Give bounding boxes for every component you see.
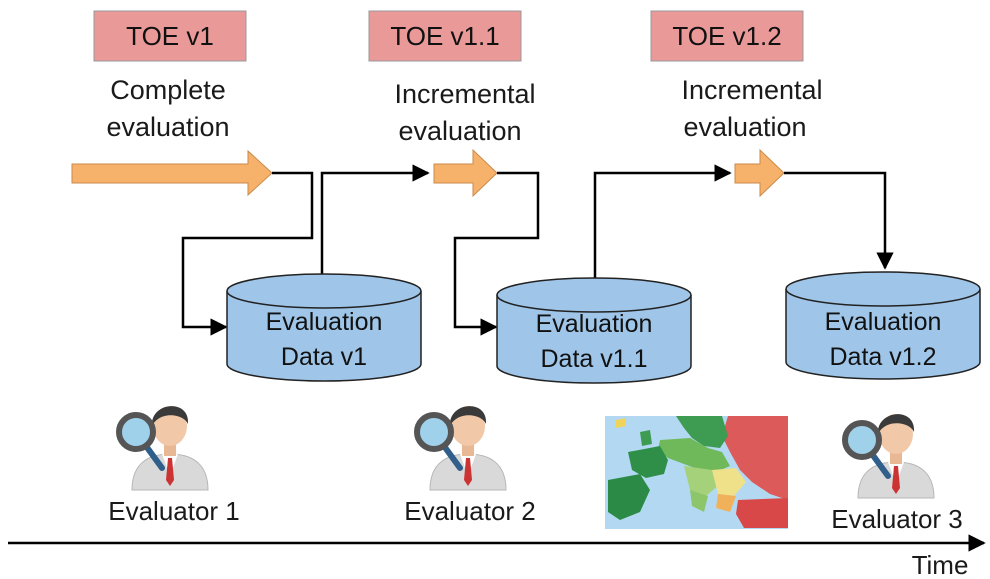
- database-2: Evaluation Data v1.1: [496, 277, 692, 384]
- connector-arrow1-to-db1: [181, 171, 314, 336]
- europe-map: [605, 416, 788, 529]
- time-axis-label: Time: [912, 550, 969, 579]
- database-1-label-line2: Data v1: [281, 343, 367, 371]
- connector-arrow2-to-db2: [453, 171, 540, 336]
- toe-label-2: TOE v1.1: [390, 21, 499, 51]
- connector-db1-to-arrow2: [320, 164, 430, 275]
- evaluator-icon-2: [417, 406, 506, 490]
- evaluation-type-1-line2: evaluation: [106, 112, 229, 142]
- evaluator-label-2: Evaluator 2: [404, 496, 536, 526]
- evaluator-icon-3: [845, 414, 934, 498]
- database-3-label-line2: Data v1.2: [829, 343, 936, 371]
- evaluation-arrow-3: [734, 148, 785, 198]
- connector-arrow3-to-db3: [784, 171, 894, 270]
- evaluation-type-2-line1: Incremental: [394, 79, 535, 109]
- connector-db2-to-arrow3: [593, 164, 732, 278]
- database-3: Evaluation Data v1.2: [785, 271, 981, 380]
- evaluation-type-2-line2: evaluation: [398, 116, 521, 146]
- toe-label-1: TOE v1: [126, 21, 214, 51]
- database-2-label-line2: Data v1.1: [540, 345, 647, 373]
- toe-box-3: TOE v1.2: [650, 10, 804, 62]
- database-1: Evaluation Data v1: [226, 273, 422, 382]
- database-2-label-line1: Evaluation: [536, 310, 653, 338]
- toe-box-2: TOE v1.1: [368, 10, 522, 62]
- toe-box-1: TOE v1: [93, 10, 247, 62]
- evaluation-type-1-line1: Complete: [110, 75, 226, 105]
- database-3-label-line1: Evaluation: [825, 308, 942, 336]
- database-1-label-line1: Evaluation: [266, 308, 383, 336]
- evaluation-type-3-line1: Incremental: [681, 75, 822, 105]
- evaluation-arrow-1: [71, 149, 273, 197]
- evaluator-icon-1: [119, 406, 208, 490]
- evaluation-arrow-2: [433, 148, 498, 198]
- evaluator-label-1: Evaluator 1: [108, 496, 240, 526]
- toe-label-3: TOE v1.2: [672, 21, 781, 51]
- evaluation-type-3-line2: evaluation: [683, 112, 806, 142]
- evaluator-label-3: Evaluator 3: [831, 504, 963, 534]
